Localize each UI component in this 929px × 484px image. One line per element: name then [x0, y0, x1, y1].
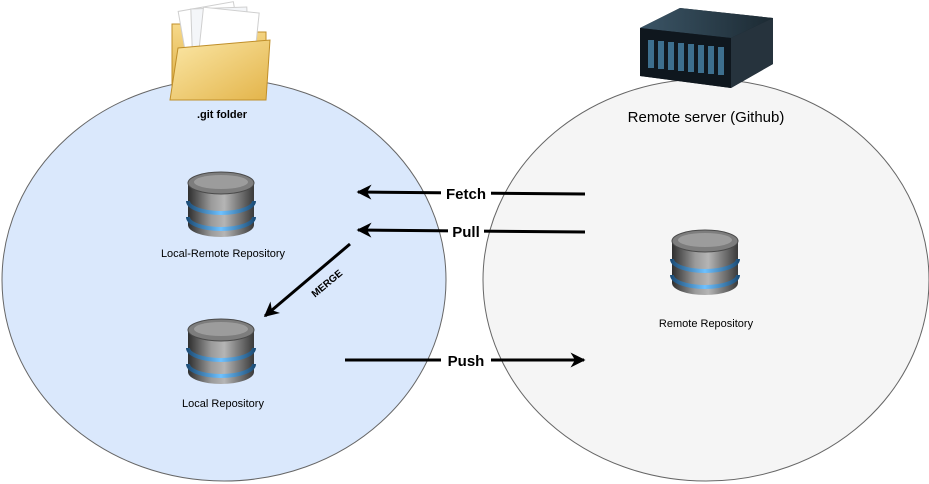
server-icon: [640, 8, 773, 88]
remote-repo-icon: [670, 228, 740, 297]
remote-server-label: Remote server (Github): [628, 109, 785, 126]
local-repo-label: Local Repository: [182, 398, 264, 410]
local-remote-repo-label: Local-Remote Repository: [161, 248, 286, 260]
git-folder-label: .git folder: [197, 109, 248, 121]
local-repo-icon: [186, 317, 256, 386]
push-label: Push: [448, 353, 485, 370]
merge-arrow: [263, 242, 351, 318]
remote-repo-label: Remote Repository: [659, 318, 754, 330]
fetch-label: Fetch: [446, 186, 486, 203]
folder-icon: [169, 1, 271, 101]
pull-label: Pull: [452, 224, 480, 241]
local-circle: [1, 78, 447, 482]
local-remote-repo-icon: [186, 170, 256, 239]
